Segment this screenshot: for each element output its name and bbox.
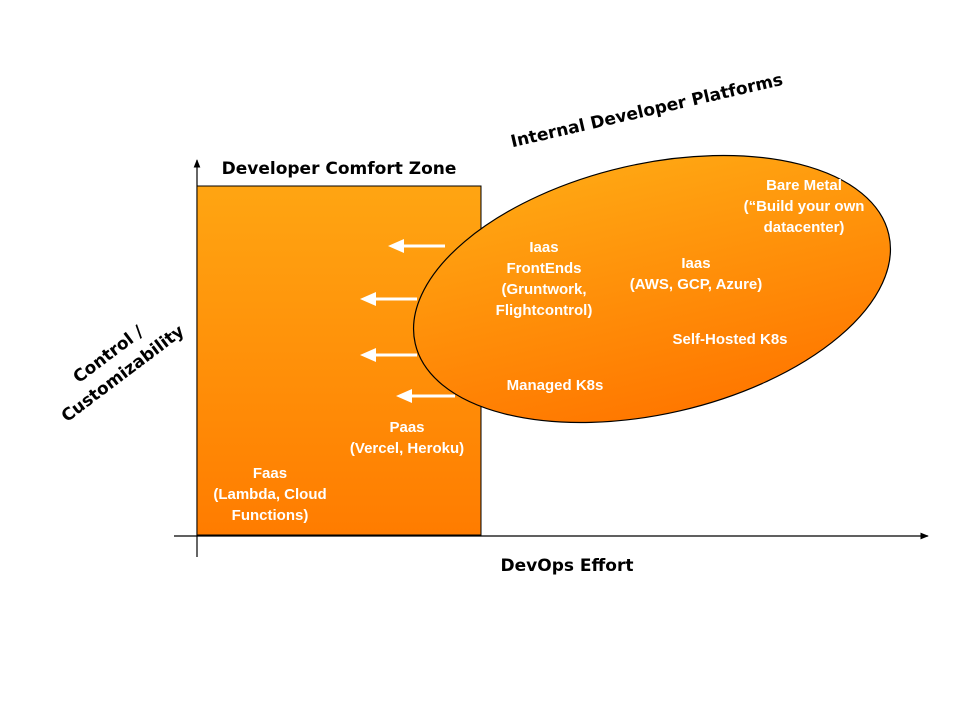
item-line: datacenter) — [764, 219, 845, 236]
arrow-icon-3 — [360, 348, 417, 362]
platforms-title: Internal Developer Platforms — [509, 70, 785, 152]
item-line: (Lambda, Cloud — [213, 486, 326, 503]
item-paas: Paas (Vercel, Heroku) — [350, 419, 464, 457]
item-line: Bare Metal — [766, 177, 842, 194]
item-line: Paas — [389, 419, 424, 436]
item-iaas: Iaas (AWS, GCP, Azure) — [630, 255, 763, 293]
comfort-zone-title: Developer Comfort Zone — [222, 159, 457, 179]
item-self-hosted-k8s: Self-Hosted K8s — [672, 331, 787, 348]
item-line: Iaas — [681, 255, 710, 272]
x-axis-label: DevOps Effort — [501, 556, 634, 576]
item-line: Iaas — [529, 239, 558, 256]
item-line: Self-Hosted K8s — [672, 331, 787, 348]
item-faas: Faas (Lambda, Cloud Functions) — [213, 465, 326, 524]
item-line: Managed K8s — [507, 377, 604, 394]
arrow-icon-4 — [396, 389, 455, 403]
item-line: (Gruntwork, — [502, 281, 587, 298]
item-line: (“Build your own — [744, 198, 865, 215]
item-line: Faas — [253, 465, 287, 482]
item-iaas-frontends: Iaas FrontEnds (Gruntwork, Flightcontrol… — [496, 239, 593, 319]
item-line: FrontEnds — [507, 260, 582, 277]
item-line: (AWS, GCP, Azure) — [630, 276, 763, 293]
item-line: Flightcontrol) — [496, 302, 593, 319]
item-managed-k8s: Managed K8s — [507, 377, 604, 394]
item-line: Functions) — [232, 507, 309, 524]
item-bare-metal: Bare Metal (“Build your own datacenter) — [744, 177, 865, 236]
platforms-ellipse — [412, 154, 892, 424]
arrow-icon-2 — [360, 292, 417, 306]
item-line: (Vercel, Heroku) — [350, 440, 464, 457]
y-axis-label: Control / Customizability — [58, 321, 188, 426]
arrow-icon-1 — [388, 239, 445, 253]
